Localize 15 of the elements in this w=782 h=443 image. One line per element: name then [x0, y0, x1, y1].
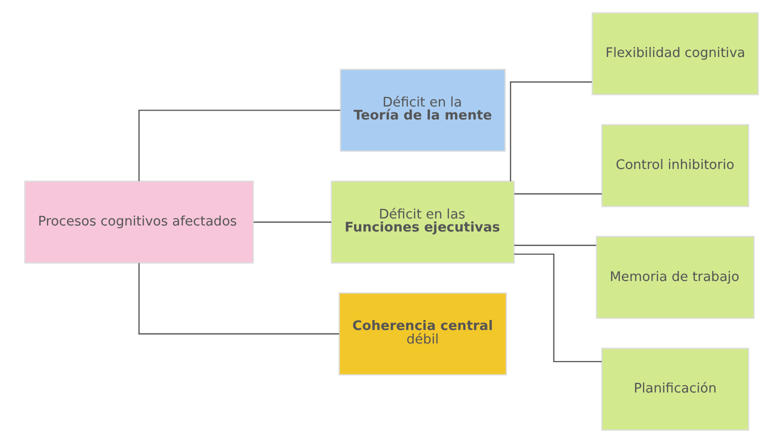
node-box: Flexibilidad cognitiva: [591, 12, 758, 96]
connector: [138, 263, 339, 335]
connector: [514, 244, 596, 246]
node-box: Control inhibitorio: [600, 124, 749, 208]
connector: [253, 222, 331, 223]
node-box: Coherencia central débil: [338, 292, 506, 376]
node-box: Déficit en las Funciones ejecutivas: [330, 180, 514, 264]
node-box: Déficit en la Teoría de la mente: [339, 68, 506, 152]
connector: [514, 193, 602, 194]
node-box: Planificación: [600, 348, 749, 431]
connector: [138, 110, 340, 182]
connector: [514, 254, 602, 362]
connector: [509, 81, 592, 182]
node-box: Memoria de trabajo: [595, 236, 754, 319]
node-box: Procesos cognitivos afectados: [24, 180, 254, 264]
